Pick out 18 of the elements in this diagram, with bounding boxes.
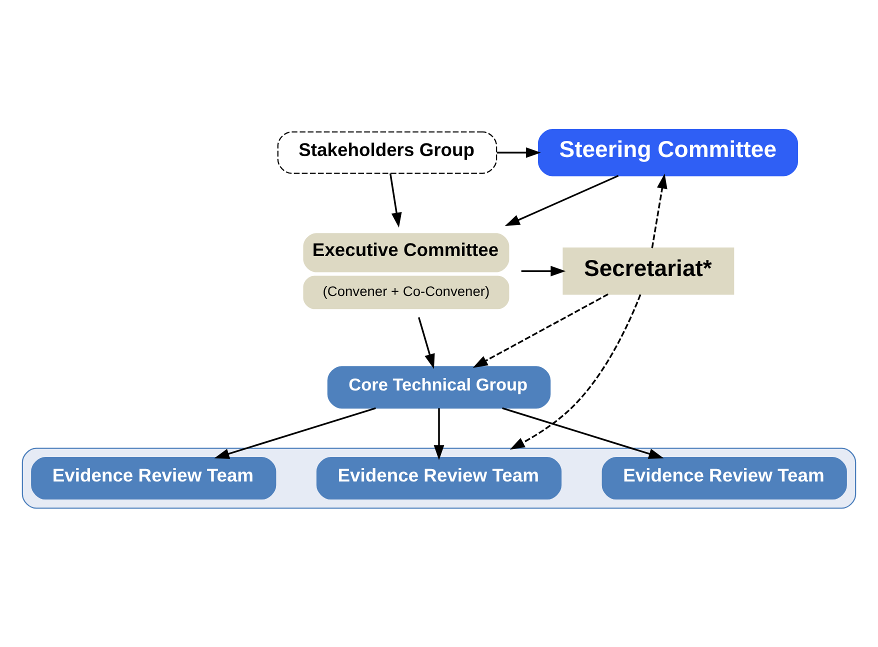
node-box: Stakeholders Group [277,131,498,174]
arrow [418,317,435,369]
node-box: Evidence Review Team [31,456,276,500]
node-box: Evidence Review Team [602,456,847,500]
arrow [496,147,541,158]
node-box: Core Technical Group [327,366,551,409]
arrow [472,294,608,368]
arrow [521,266,566,276]
arrow [434,408,444,460]
node-box: Evidence Review Team [316,456,562,500]
arrow [214,407,376,459]
arrow [504,174,619,226]
arrow [651,174,668,248]
arrow [510,294,642,450]
node-box: Secretariat* [562,248,734,295]
node-box: Steering Committee [538,129,798,176]
arrow [502,407,664,459]
arrow [389,173,402,228]
